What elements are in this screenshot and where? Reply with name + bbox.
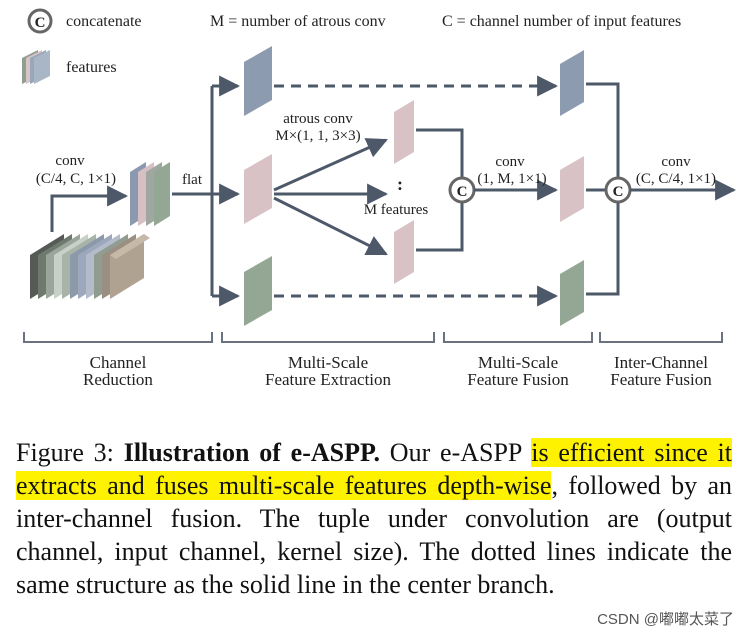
caption-prefix: Figure 3: bbox=[16, 438, 124, 467]
section-4-line2: Feature Fusion bbox=[610, 370, 712, 389]
atrous-feature-top bbox=[394, 100, 414, 164]
section-3-line2: Feature Fusion bbox=[467, 370, 569, 389]
concatenate-symbol-icon bbox=[27, 8, 53, 34]
input-to-conv-arrow bbox=[50, 185, 129, 232]
figure-caption: Figure 3: Illustration of e-ASPP. Our e-… bbox=[16, 436, 732, 601]
branch-top-feature bbox=[244, 46, 272, 116]
conv1-label: conv bbox=[55, 153, 85, 169]
feature-dots: : bbox=[397, 174, 403, 194]
e-aspp-diagram: C concatenate features M = number of atr… bbox=[22, 8, 737, 389]
fused-bottom-feature bbox=[560, 260, 584, 326]
section-brackets bbox=[23, 332, 723, 343]
branch-bottom-feature bbox=[244, 256, 272, 326]
c-definition: C = channel number of input features bbox=[442, 13, 681, 30]
caption-part1: Our e-ASPP bbox=[379, 438, 532, 467]
concat-node-1-letter: C bbox=[457, 184, 468, 200]
legend: C concatenate features M = number of atr… bbox=[22, 8, 681, 84]
section-1-line1: Channel bbox=[90, 353, 147, 372]
atrous-conv-label: atrous conv bbox=[283, 111, 353, 127]
fused-mid-feature bbox=[560, 156, 584, 222]
conv2-label: conv bbox=[495, 154, 525, 170]
conv1-params: (C/4, C, 1×1) bbox=[36, 171, 116, 187]
caption-title: Illustration of e-ASPP. bbox=[123, 438, 380, 467]
input-feature-stack bbox=[30, 234, 150, 299]
conv3-params: (C, C/4, 1×1) bbox=[636, 171, 716, 187]
section-1-line2: Reduction bbox=[83, 370, 153, 389]
section-3-line1: Multi-Scale bbox=[478, 353, 558, 372]
features-legend-icon bbox=[22, 50, 50, 84]
flat-label: flat bbox=[182, 172, 203, 188]
concatenate-legend-label: concatenate bbox=[66, 13, 142, 30]
branch-mid-feature bbox=[244, 154, 272, 224]
atrous-feature-bottom bbox=[394, 220, 414, 284]
conv3-label: conv bbox=[661, 154, 691, 170]
concat-node-2-letter: C bbox=[613, 184, 624, 200]
concatenate-symbol-letter: C bbox=[35, 15, 46, 31]
fused-top-feature bbox=[560, 50, 584, 116]
m-definition: M = number of atrous conv bbox=[210, 13, 386, 30]
m-features-label: M features bbox=[364, 202, 429, 218]
section-2-line2: Feature Extraction bbox=[265, 370, 392, 389]
atrous-conv-params: M×(1, 1, 3×3) bbox=[275, 128, 360, 144]
section-2-line1: Multi-Scale bbox=[288, 353, 368, 372]
conv2-params: (1, M, 1×1) bbox=[477, 171, 546, 187]
atrous-arrow-top bbox=[273, 138, 388, 192]
reduced-features bbox=[130, 162, 170, 226]
section-4-line1: Inter-Channel bbox=[614, 353, 708, 372]
atrous-arrow-bottom bbox=[273, 196, 388, 256]
caption-part2: , followed by an inter-channel fusion. T… bbox=[16, 471, 732, 599]
features-legend-label: features bbox=[66, 59, 117, 76]
watermark: CSDN @嘟嘟太菜了 bbox=[597, 611, 734, 628]
